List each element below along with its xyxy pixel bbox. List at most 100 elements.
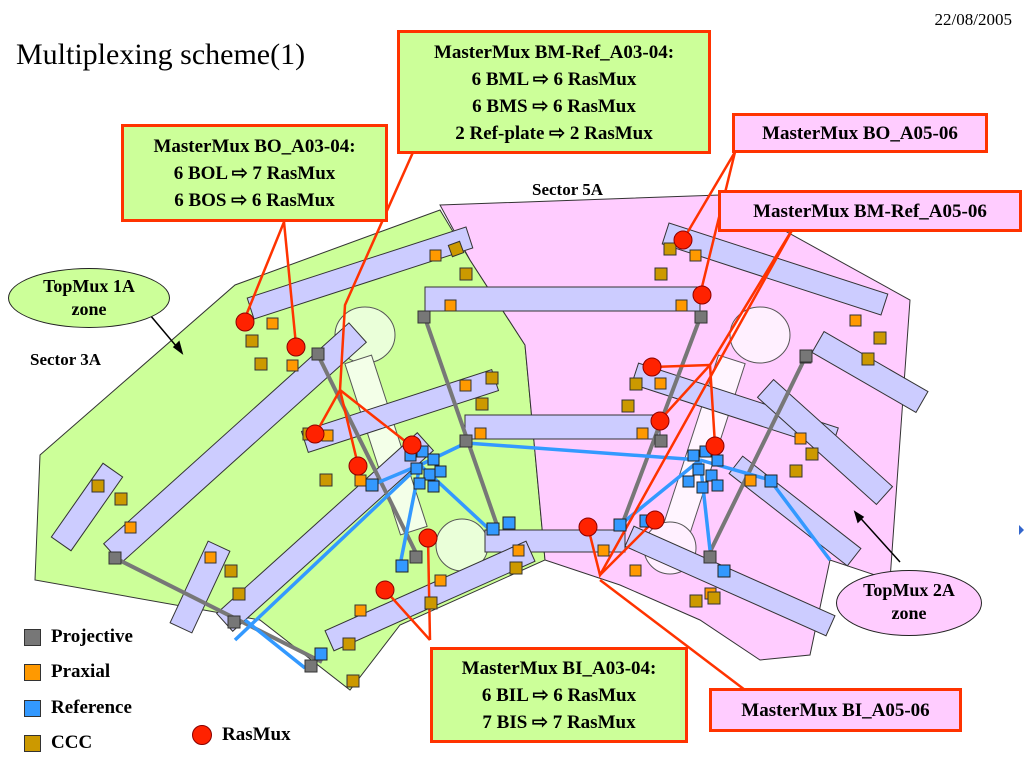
ccc-marker [629, 377, 643, 391]
legend-projective: Projective [24, 626, 133, 648]
ccc-marker [447, 240, 465, 258]
projective-marker [311, 347, 325, 361]
praxial-marker [675, 299, 688, 312]
ccc-marker [224, 564, 238, 578]
projective-marker [409, 550, 423, 564]
reference-marker [696, 481, 709, 494]
ccc-marker [319, 473, 333, 487]
reference-marker [687, 449, 700, 462]
reference-marker [410, 462, 423, 475]
box-line: MasterMux BI_A03-04: [461, 658, 657, 679]
topmux-2a-line2: zone [891, 603, 927, 623]
rasmux-marker [402, 435, 422, 455]
rasmux-marker [286, 337, 306, 357]
ccc-marker [654, 267, 668, 281]
rasmux-marker [235, 312, 255, 332]
connector-lines [243, 149, 797, 691]
topmux-1a-line2: zone [71, 299, 107, 319]
reference-marker [486, 522, 500, 536]
chamber [464, 414, 661, 440]
rasmux-marker [705, 436, 725, 456]
praxial-marker [354, 604, 367, 617]
rasmux-markers [235, 230, 725, 600]
legend-praxial-label: Praxial [51, 661, 111, 682]
reference-marker [711, 454, 724, 467]
topmux-1a-line1: TopMux 1A [43, 276, 135, 296]
edge-arrow-icon [1019, 525, 1024, 535]
chamber [169, 540, 231, 634]
mastermux-bm-ref-a05-box: MasterMux BM-Ref_A05-06 [718, 190, 1022, 232]
chamber [624, 525, 836, 637]
projective-markers [108, 310, 813, 673]
ccc-marker [509, 561, 523, 575]
legend-ccc: CCC [24, 732, 92, 754]
ccc-marker [424, 596, 438, 610]
rasmux-marker [418, 528, 438, 548]
projective-marker [459, 434, 473, 448]
ccc-marker [459, 267, 473, 281]
reference-marker [413, 477, 426, 490]
praxial-marker [512, 544, 525, 557]
reference-markers [314, 445, 778, 661]
ccc-swatch [24, 734, 41, 752]
legend-praxial: Praxial [24, 661, 110, 683]
reference-marker [395, 559, 409, 573]
legend-ccc-label: CCC [51, 732, 93, 753]
praxial-marker [266, 317, 279, 330]
rasmux-marker [348, 456, 368, 476]
ccc-marker [91, 479, 105, 493]
chamber [424, 286, 701, 312]
ccc-marker [805, 447, 819, 461]
reference-marker [434, 465, 447, 478]
ccc-marker [789, 464, 803, 478]
rasmux-marker [578, 517, 598, 537]
projective-marker [417, 310, 431, 324]
ccc-marker [873, 331, 887, 345]
projective-marker [703, 550, 717, 564]
reference-marker [711, 479, 724, 492]
praxial-swatch [24, 663, 41, 681]
legend-reference-label: Reference [51, 697, 132, 718]
zone-arrows [149, 314, 901, 563]
reference-swatch [24, 699, 41, 717]
ccc-marker [232, 587, 246, 601]
box-line: 6 BOS ⇨ 6 RasMux [174, 190, 335, 211]
praxial-marker [597, 544, 610, 557]
praxial-marker [794, 432, 807, 445]
reference-marker [427, 453, 440, 466]
date-label: 22/08/2005 [934, 10, 1012, 29]
reference-marker [705, 469, 718, 482]
mastermux-bo-a03-box: MasterMux BO_A03-04: 6 BOL ⇨ 7 RasMux 6 … [121, 124, 388, 222]
box-line: MasterMux BM-Ref_A03-04: [433, 42, 675, 63]
legend-projective-label: Projective [51, 626, 133, 647]
projective-marker [304, 659, 318, 673]
ccc-marker [114, 492, 128, 506]
projective-marker [108, 551, 122, 565]
pale-chamber-right-top [729, 306, 791, 364]
praxial-marker [689, 249, 702, 262]
reference-marker [692, 463, 705, 476]
praxial-marker [204, 551, 217, 564]
ccc-marker [689, 594, 703, 608]
pale-chamber-left-body [344, 354, 428, 536]
praxial-marker [124, 521, 137, 534]
rasmux-marker [645, 510, 665, 530]
ccc-marker [663, 242, 677, 256]
sector-5a-label: Sector 5A [532, 180, 603, 199]
rasmux-marker [692, 285, 712, 305]
page-title: Multiplexing scheme(1) [16, 38, 306, 71]
projective-swatch [24, 628, 41, 646]
box-line: 6 BMS ⇨ 6 RasMux [472, 96, 636, 117]
praxial-marker [354, 474, 367, 487]
legend-reference: Reference [24, 697, 132, 719]
box-line: 6 BIL ⇨ 6 RasMux [481, 685, 637, 706]
rasmux-swatch [192, 725, 212, 745]
chamber [661, 222, 889, 316]
praxial-marker [654, 377, 667, 390]
praxial-marker [474, 427, 487, 440]
mastermux-bi-a05-box: MasterMux BI_A05-06 [709, 688, 962, 732]
box-line: 7 BIS ⇨ 7 RasMux [482, 712, 636, 733]
projective-marker [694, 310, 708, 324]
praxial-marker [629, 564, 642, 577]
